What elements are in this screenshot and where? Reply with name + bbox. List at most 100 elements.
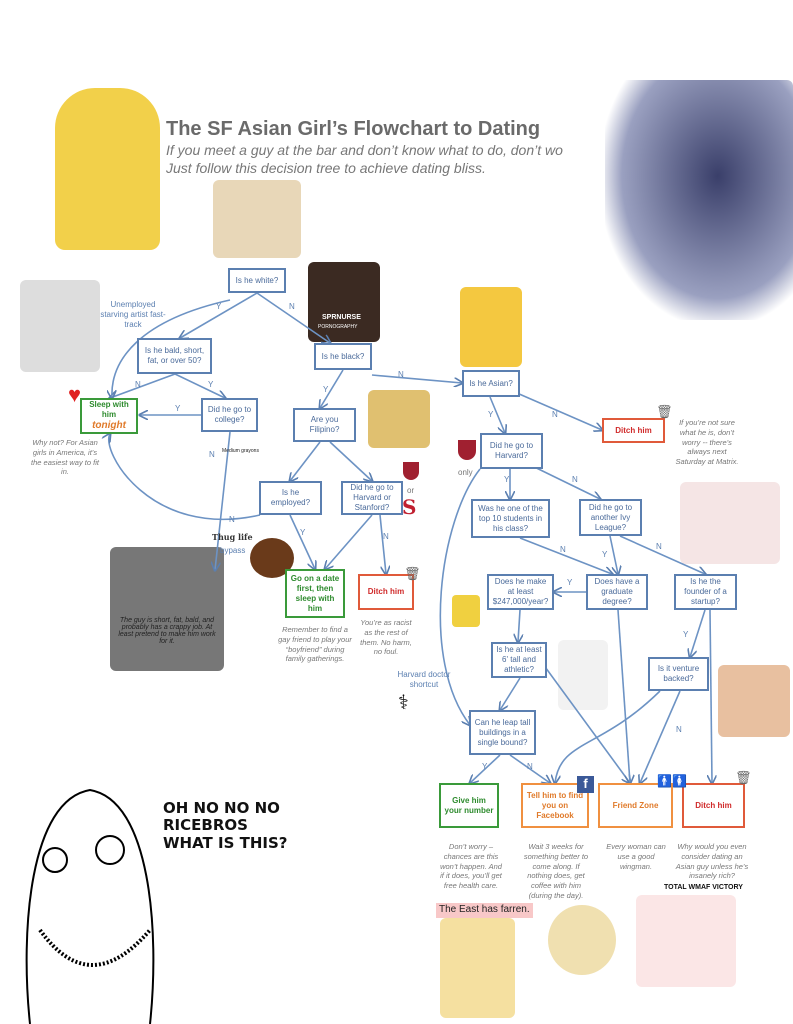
- node-date-first: Go on a date first, then sleep with him: [285, 569, 345, 618]
- grayons-label: Medium grayons: [222, 448, 259, 454]
- caduceus-icon: ⚕: [398, 692, 409, 714]
- black-guy-cartoon: SPRNURSE PORNOGRAPHY: [308, 262, 380, 342]
- node-friend-zone: Friend Zone: [598, 783, 673, 828]
- node-ditch-him-3: Ditch him: [682, 783, 745, 828]
- bypass-label: bypass: [220, 546, 246, 555]
- date-first-note: Remember to find a gay friend to play yo…: [278, 625, 352, 664]
- edge-label: N: [560, 545, 566, 554]
- node-is-white: Is he white?: [228, 268, 286, 293]
- sleep-note: Why not? For Asian girls in America, it’…: [31, 438, 99, 477]
- node-give-number: Give him your number: [439, 783, 499, 828]
- edge-label: Y: [504, 475, 510, 484]
- edge-label: Y: [300, 528, 306, 537]
- node-harvard: Did he go to Harvard?: [480, 433, 543, 469]
- edge-label: N: [289, 302, 295, 311]
- friend-zone-note: Every woman can use a good wingman.: [606, 842, 666, 871]
- edge-label: Y: [208, 380, 214, 389]
- edge-label: N: [527, 762, 533, 771]
- edge-label: N: [656, 542, 662, 551]
- trash-icon: 🗑: [656, 404, 673, 419]
- trash-icon: 🗑: [735, 770, 752, 785]
- edge-label: N: [383, 532, 389, 541]
- edge-label: Y: [602, 550, 608, 559]
- farren-cartoon: [440, 918, 515, 1018]
- crying-wojak-cartoon: [548, 905, 616, 975]
- edge-label: N: [572, 475, 578, 484]
- shirt-text: SPRNURSE: [322, 314, 361, 321]
- soyjak-drawing: [25, 788, 155, 1024]
- harvard-shield-icon: [458, 440, 476, 460]
- hanged-man-cartoon: [558, 640, 608, 710]
- hanged-cartoon: [460, 287, 522, 367]
- sleep-label: Sleep with him: [89, 399, 129, 419]
- meme-line-2: RICEBROS: [163, 816, 248, 835]
- gray-overlay-text: The guy is short, fat, bald, and probabl…: [118, 617, 216, 645]
- node-make-247k: Does he make at least $247,000/year?: [487, 574, 554, 610]
- wmaf-cartoon: [636, 895, 736, 987]
- node-is-black: Is he black?: [314, 343, 372, 370]
- couple-cartoon: [718, 665, 790, 737]
- edge-label: N: [398, 370, 404, 379]
- edge-label: Y: [488, 410, 494, 419]
- asian-girl-cartoon: [55, 88, 160, 250]
- node-employed: Is he employed?: [259, 481, 322, 515]
- ditch-note-2: You’re as racist as the rest of them. No…: [360, 618, 412, 657]
- edge-label: Y: [175, 404, 181, 413]
- subtitle-1: If you meet a guy at the bar and don’t k…: [166, 142, 563, 158]
- edge-label: Y: [567, 578, 573, 587]
- white-guy-cartoon: [213, 180, 301, 258]
- ditch-note-3: Why would you even consider dating an As…: [675, 842, 749, 881]
- doctor-shortcut-label: Harvard doctor shortcut: [397, 670, 451, 689]
- harvard-shield-icon: [403, 462, 419, 480]
- edge-label: Y: [683, 630, 689, 639]
- starving-artist-cartoon: [20, 280, 100, 372]
- victory-text: TOTAL WMAF VICTORY: [664, 884, 743, 891]
- people-icon: 🚹🚺: [657, 774, 687, 788]
- trash-icon: 🗑: [404, 566, 421, 581]
- east-has-farren-text: The East has farren.: [436, 903, 533, 918]
- node-top-10: Was he one of the top 10 students in his…: [471, 499, 550, 538]
- edge-label: Y: [216, 302, 222, 311]
- tonight-label: tonight: [92, 419, 126, 431]
- artist-fasttrack-label: Unemployed starving artist fast-track: [100, 300, 166, 329]
- shirt-subtext: PORNOGRAPHY: [318, 324, 358, 330]
- stanford-logo-icon: S: [402, 495, 417, 519]
- gold-coins-icon: [452, 595, 480, 627]
- edge-label: N: [229, 515, 235, 524]
- node-six-feet-tall: Is he at least 6' tall and athletic?: [491, 642, 547, 678]
- node-startup-founder: Is he the founder of a startup?: [674, 574, 737, 610]
- heart-icon: ♥: [68, 382, 82, 407]
- node-venture-backed: Is it venture backed?: [648, 657, 709, 691]
- only-label: only: [458, 468, 473, 477]
- node-college: Did he go to college?: [201, 398, 258, 432]
- blurred-wojak-image: [605, 80, 793, 320]
- meme-line-1: OH NO NO NO: [163, 799, 280, 817]
- node-filipino: Are you Filipino?: [293, 408, 356, 442]
- node-leap-buildings: Can he leap tall buildings in a single b…: [469, 710, 536, 755]
- edge-label: N: [676, 725, 682, 734]
- node-ditch-him-1: Ditch him: [602, 418, 665, 443]
- node-ivy-league: Did he go to another Ivy League?: [579, 499, 642, 536]
- edge-label: N: [135, 380, 141, 389]
- edge-label: N: [552, 410, 558, 419]
- thug-life-label: Thug life: [212, 532, 253, 542]
- number-note: Don’t worry – chances are this won’t hap…: [440, 842, 502, 890]
- node-harvard-stanford: Did he go to Harvard or Stanford?: [341, 481, 403, 515]
- node-ditch-him-2: Ditch him: [358, 574, 414, 610]
- node-graduate-degree: Does have a graduate degree?: [586, 574, 648, 610]
- facebook-note: Wait 3 weeks for something better to com…: [523, 842, 589, 900]
- ditch-note-1: If you’re not sure what he is, don’t wor…: [675, 418, 739, 466]
- or-label: or: [407, 486, 415, 495]
- title: The SF Asian Girl’s Flowchart to Dating: [166, 118, 541, 140]
- edge-label: Y: [323, 385, 329, 394]
- subtitle-2: Just follow this decision tree to achiev…: [166, 160, 486, 176]
- node-is-asian: Is he Asian?: [462, 370, 520, 397]
- crying-cartoon: [368, 390, 430, 448]
- meme-line-3: WHAT IS THIS?: [163, 833, 288, 852]
- node-bald-short-fat: Is he bald, short, fat, or over 50?: [137, 338, 212, 374]
- edge-label: N: [209, 450, 215, 459]
